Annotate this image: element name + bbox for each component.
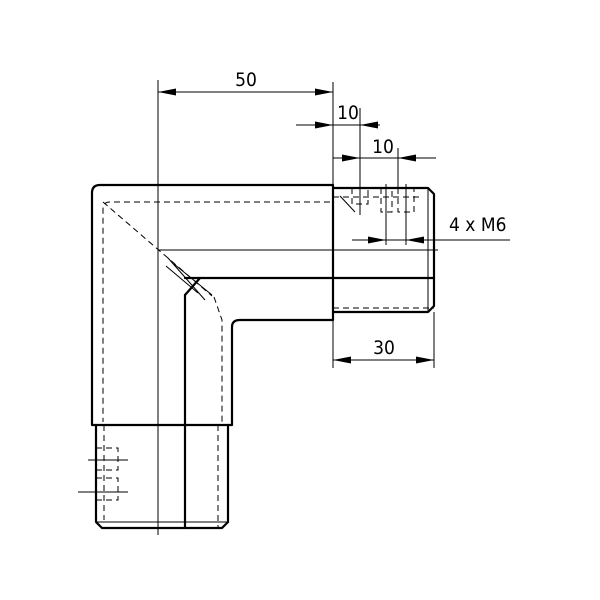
hidden-miter-hatch-1 [167,257,206,301]
hidden-bore-inner [213,296,223,425]
dim-30-label: 30 [373,337,395,359]
dimension-spigot-length: 30 [332,312,435,368]
right-spigot [331,184,436,314]
dimension-upper-offset: 10 [296,102,380,184]
centre-lines [157,80,438,535]
dim-10b-arrow-left [398,154,416,162]
dim-10a-label: 10 [337,102,359,124]
hidden-miter-hatch-2 [173,263,213,296]
dim-30-arrow-right [416,356,434,364]
dim-m6-arrow-1 [368,236,386,244]
dim-50-label: 50 [235,69,257,91]
elbow-body [90,183,335,427]
dim-m6-label: 4 x M6 [449,214,506,236]
thread-hole-2 [380,188,393,213]
dim-50-arrow-left [158,88,176,96]
elbow-outer-contour [90,183,335,427]
dimension-lower-offset: 10 [333,136,436,188]
dim-10a-arrow-right [315,121,333,129]
thread-hole-5 [96,477,119,501]
dimension-thread: 4 x M6 [352,214,510,244]
dim-10b-label: 10 [372,136,394,158]
dim-10b-arrow-right [342,154,360,162]
bottom-spigot [78,423,230,530]
dim-50-arrow-right [315,88,333,96]
dimension-top-width: 50 [158,69,334,185]
hidden-bore-outer [102,201,330,422]
dim-30-arrow-left [333,356,351,364]
thread-hole-4 [96,447,119,471]
hidden-miter-hatch-3 [165,265,199,294]
dim-m6-arrow-2 [406,236,424,244]
thread-chamfer-mark [339,195,356,213]
bottom-spigot-outline [94,423,230,530]
